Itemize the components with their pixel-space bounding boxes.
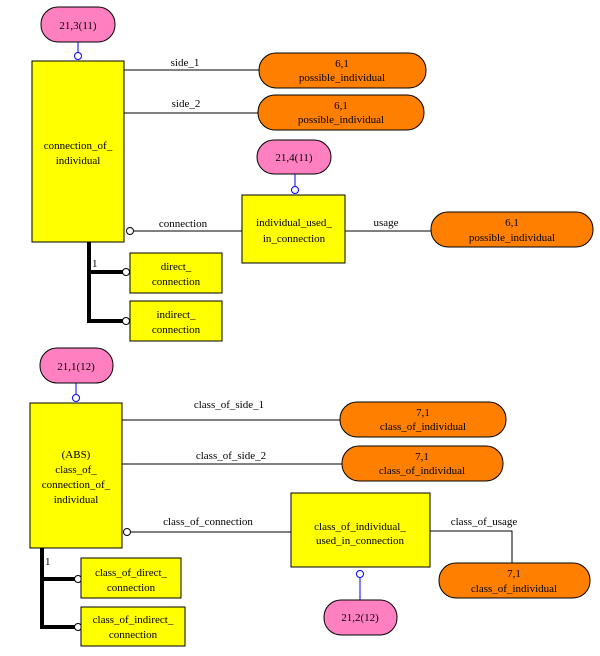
- entity-label-line: in_connection: [263, 233, 326, 245]
- subtype-cardinality: 1: [45, 556, 51, 568]
- entity-label-line: direct_: [161, 261, 192, 273]
- page-ref-bottom-usage[interactable]: 21,2(12): [323, 599, 398, 636]
- entity-label-line: indirect_: [156, 309, 196, 321]
- relation-label-connection: connection: [159, 218, 208, 230]
- ref-class-of-individual-1[interactable]: 7,1 class_of_individual: [339, 401, 507, 438]
- page-ref-label: 21,4(11): [275, 152, 313, 164]
- entity-label-line: connection: [152, 276, 201, 288]
- ref-id: 7,1: [415, 451, 429, 463]
- ref-class-of-individual-2[interactable]: 7,1 class_of_individual: [341, 445, 504, 482]
- entity-class-of-direct-connection[interactable]: class_of_direct_ connection: [80, 557, 182, 599]
- relation-label-side-1: side_1: [171, 57, 200, 69]
- ref-name: possible_individual: [469, 232, 555, 244]
- entity-class-of-connection-of-individual[interactable]: (ABS) class_of_ connection_of_ individua…: [29, 402, 123, 549]
- relation-label-class-of-usage: class_of_usage: [451, 516, 518, 528]
- entity-direct-connection[interactable]: direct_ connection: [129, 252, 223, 294]
- entity-label-line: class_of_: [55, 464, 97, 476]
- relation-label-usage: usage: [373, 217, 398, 229]
- ref-id: 7,1: [416, 407, 430, 419]
- page-ref-label: 21,1(12): [57, 361, 95, 373]
- entity-label-line: connection: [152, 324, 201, 336]
- connector-circle-icon: [356, 570, 364, 578]
- relation-label-side-2: side_2: [172, 98, 201, 110]
- page-ref-top-usage[interactable]: 21,4(11): [256, 139, 332, 175]
- page-ref-bottom-main[interactable]: 21,1(12): [39, 347, 114, 384]
- relation-label-class-of-side-2: class_of_side_2: [196, 450, 266, 462]
- ref-possible-individual-2[interactable]: 6,1 possible_individual: [257, 94, 425, 131]
- entity-label-line: class_of_indirect_: [93, 614, 174, 626]
- entity-label-line: (ABS): [62, 449, 91, 461]
- ref-name: possible_individual: [298, 114, 384, 126]
- connector-circle-icon: [122, 317, 130, 325]
- connector-circle-icon: [74, 623, 82, 631]
- entity-label-line: class_of_individual_: [314, 521, 406, 533]
- entity-class-of-individual-used-in-connection[interactable]: class_of_individual_ used_in_connection: [290, 492, 431, 568]
- entity-label-line: individual: [54, 494, 99, 506]
- ref-id: 6,1: [334, 100, 348, 112]
- page-ref-top-main[interactable]: 21,3(11): [40, 6, 116, 43]
- entity-label-line: connection: [107, 582, 156, 594]
- ref-id: 6,1: [505, 217, 519, 229]
- subtype-tree-line: [87, 242, 124, 323]
- connector-circle-icon: [126, 227, 134, 235]
- connector-circle-icon: [122, 268, 130, 276]
- ref-name: possible_individual: [299, 72, 385, 84]
- subtype-cardinality: 1: [92, 258, 98, 270]
- subtype-tree-line: [40, 548, 78, 629]
- entity-label-line: used_in_connection: [316, 535, 404, 547]
- ref-possible-individual-1[interactable]: 6,1 possible_individual: [258, 52, 427, 89]
- entity-label-line: connection_of_: [42, 479, 111, 491]
- entity-indirect-connection[interactable]: indirect_ connection: [129, 300, 223, 342]
- connector-circle-icon: [291, 186, 299, 194]
- page-ref-label: 21,2(12): [341, 612, 379, 624]
- relation-label-class-of-side-1: class_of_side_1: [194, 399, 264, 411]
- connector-circle-icon: [72, 394, 80, 402]
- entity-class-of-indirect-connection[interactable]: class_of_indirect_ connection: [80, 606, 186, 647]
- entity-connection-of-individual[interactable]: connection_of_ individual: [31, 60, 125, 243]
- ref-name: class_of_individual: [471, 583, 557, 595]
- entity-label-line: connection_of_: [44, 140, 113, 152]
- connector-circle-icon: [123, 528, 131, 536]
- ref-possible-individual-3[interactable]: 6,1 possible_individual: [430, 211, 594, 248]
- connector-circle-icon: [74, 575, 82, 583]
- ref-class-of-individual-3[interactable]: 7,1 class_of_individual: [438, 562, 591, 599]
- relation-line-class-of-usage: [430, 530, 513, 563]
- ref-id: 6,1: [335, 58, 349, 70]
- entity-individual-used-in-connection[interactable]: individual_used_ in_connection: [241, 194, 346, 264]
- ref-name: class_of_individual: [380, 421, 466, 433]
- entity-label-line: connection: [109, 629, 158, 641]
- relation-label-class-of-connection: class_of_connection: [163, 516, 253, 528]
- entity-label-line: class_of_direct_: [95, 567, 168, 579]
- page-ref-label: 21,3(11): [59, 20, 97, 32]
- entity-label-line: individual_used_: [256, 217, 332, 229]
- connector-circle-icon: [74, 52, 82, 60]
- entity-label-line: individual: [56, 155, 101, 167]
- ref-name: class_of_individual: [379, 465, 465, 477]
- ref-id: 7,1: [507, 568, 521, 580]
